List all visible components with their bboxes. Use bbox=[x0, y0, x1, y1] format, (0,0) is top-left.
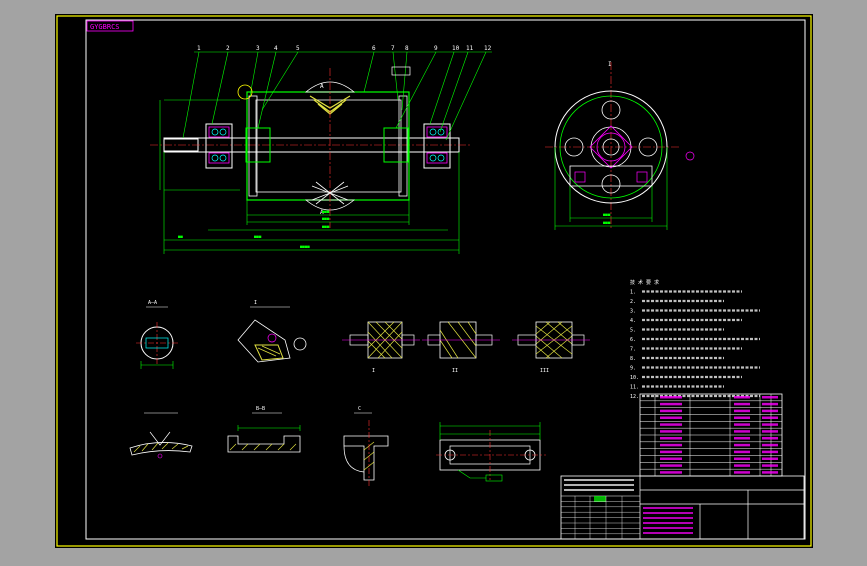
note-lines: 技 术 要 求 1. 2. 3. 4. 5. 6. 7. 8. 9. 10. 11. 12. bbox=[630, 279, 760, 400]
note-line: 11. bbox=[630, 385, 639, 391]
bearing-detail[interactable]: I bbox=[237, 300, 307, 363]
part-number-label: 1 bbox=[197, 45, 201, 52]
roller-variant-2: II bbox=[422, 321, 500, 374]
part-number-label: 5 bbox=[296, 45, 300, 52]
detail-callout-circle bbox=[237, 84, 253, 100]
title-block-grid bbox=[561, 479, 693, 539]
callout-tag-box bbox=[391, 66, 411, 76]
lagging-pattern-bottom bbox=[304, 181, 356, 211]
outer-frame bbox=[56, 15, 812, 547]
svg-text:■■■: ■■■ bbox=[254, 234, 262, 239]
left-bearing-housing bbox=[205, 123, 233, 169]
note-line: 1. bbox=[630, 290, 636, 296]
parts-list[interactable] bbox=[639, 393, 783, 477]
inner-frame bbox=[85, 19, 806, 540]
roller-variants[interactable]: I II III bbox=[342, 321, 590, 374]
section-a-title: A—A bbox=[148, 300, 157, 306]
part-number-label: 2 bbox=[226, 45, 230, 52]
part-number-label: 11 bbox=[466, 45, 474, 52]
part-number-label: 8 bbox=[405, 45, 409, 52]
note-line: 3. bbox=[630, 309, 636, 315]
roller-variant-3: III bbox=[512, 321, 590, 374]
angle-c-detail[interactable]: C bbox=[343, 406, 389, 486]
groove-b-title: B—B bbox=[256, 406, 265, 412]
part-number-label: 4 bbox=[274, 45, 278, 52]
svg-text:■■■■: ■■■■ bbox=[300, 244, 310, 249]
left-end-disc bbox=[248, 95, 258, 197]
part-number-label: 3 bbox=[256, 45, 260, 52]
technical-notes[interactable]: 技 术 要 求 1. 2. 3. 4. 5. 6. 7. 8. 9. 10. 11. 12. bbox=[630, 279, 760, 400]
section-letter-top: A bbox=[320, 83, 324, 90]
note-line: 9. bbox=[630, 366, 636, 372]
svg-text:■■: ■■ bbox=[178, 234, 183, 239]
section-a-detail[interactable]: A—A bbox=[136, 300, 178, 369]
note-line: 技 术 要 求 bbox=[630, 279, 659, 286]
side-view-detail[interactable] bbox=[436, 422, 546, 482]
note-line: 10. bbox=[630, 375, 639, 381]
svg-text:■■■: ■■■ bbox=[603, 212, 611, 217]
svg-text:■■■: ■■■ bbox=[322, 224, 330, 229]
part-number-label: 10 bbox=[452, 45, 460, 52]
variant-2-label: II bbox=[452, 368, 458, 374]
parts-list-grid bbox=[640, 394, 782, 476]
part-number-label: 7 bbox=[391, 45, 395, 52]
side-view-mark: I bbox=[608, 61, 612, 68]
drum-inner-circle bbox=[559, 95, 663, 199]
variant-1-label: I bbox=[372, 368, 375, 374]
corner-label-box bbox=[86, 20, 134, 32]
roller-variant-1: I bbox=[342, 321, 420, 374]
groove-b-detail[interactable]: B—B bbox=[227, 406, 301, 453]
dimension-lines-main bbox=[159, 99, 460, 254]
svg-text:■■■: ■■■ bbox=[322, 216, 330, 221]
svg-text:■■■: ■■■ bbox=[322, 209, 330, 214]
right-bearing-housing bbox=[423, 123, 451, 169]
title-block[interactable] bbox=[560, 475, 805, 540]
bearing-detail-title: I bbox=[254, 300, 257, 306]
note-line: 7. bbox=[630, 347, 636, 353]
dimension-labels-main: ■■■■■■ ■■■■■■ ■■■■■■ bbox=[178, 209, 330, 249]
part-number-label: 9 bbox=[434, 45, 438, 52]
note-line: 8. bbox=[630, 356, 636, 362]
note-line: 12. bbox=[630, 394, 639, 400]
svg-text:■■■: ■■■ bbox=[603, 220, 611, 225]
part-number-label: 12 bbox=[484, 45, 492, 52]
note-line: 5. bbox=[630, 328, 636, 334]
end-view[interactable]: I ■■■ ■■■ bbox=[545, 61, 695, 230]
note-line: 4. bbox=[630, 318, 636, 324]
corner-label: GYGBRCS bbox=[90, 23, 120, 31]
part-number-label: 6 bbox=[372, 45, 376, 52]
section-letter-bottom: A bbox=[320, 209, 324, 216]
drawing-sheet bbox=[55, 14, 813, 548]
weld-a-detail[interactable] bbox=[129, 412, 193, 459]
note-line: 2. bbox=[630, 299, 636, 305]
variant-3-label: III bbox=[540, 368, 549, 374]
note-line: 6. bbox=[630, 337, 636, 343]
angle-c-title: C bbox=[358, 406, 361, 412]
